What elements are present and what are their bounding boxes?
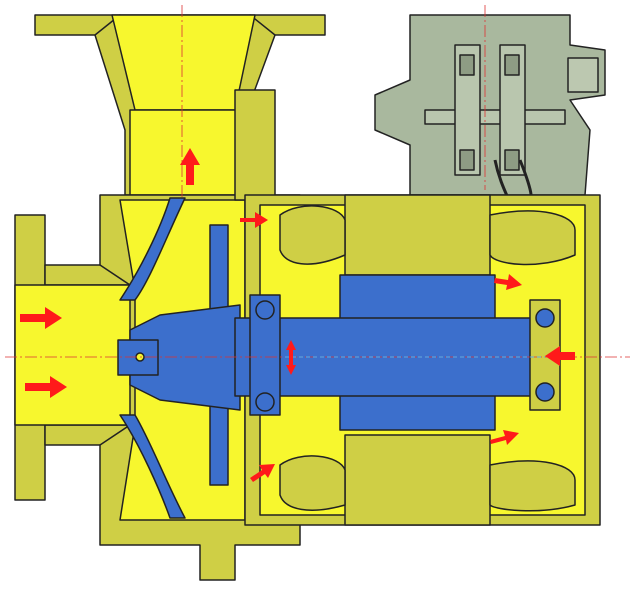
flow-arrow-icon bbox=[545, 346, 575, 366]
discharge-nozzle bbox=[34, 14, 326, 196]
flow-arrow-icon bbox=[250, 464, 275, 482]
impeller bbox=[117, 197, 241, 519]
flow-arrow-icon bbox=[240, 212, 268, 228]
flow-arrow-icon bbox=[180, 148, 200, 185]
suction-nozzle bbox=[14, 214, 136, 501]
flow-arrow-icon bbox=[25, 376, 67, 398]
flow-arrow-icon bbox=[494, 274, 522, 290]
bearings bbox=[249, 294, 561, 416]
flow-arrow-icon bbox=[286, 340, 296, 375]
terminal-box bbox=[374, 14, 606, 221]
flow-arrow-icon bbox=[490, 430, 519, 445]
flow-arrow-icon bbox=[20, 307, 62, 329]
